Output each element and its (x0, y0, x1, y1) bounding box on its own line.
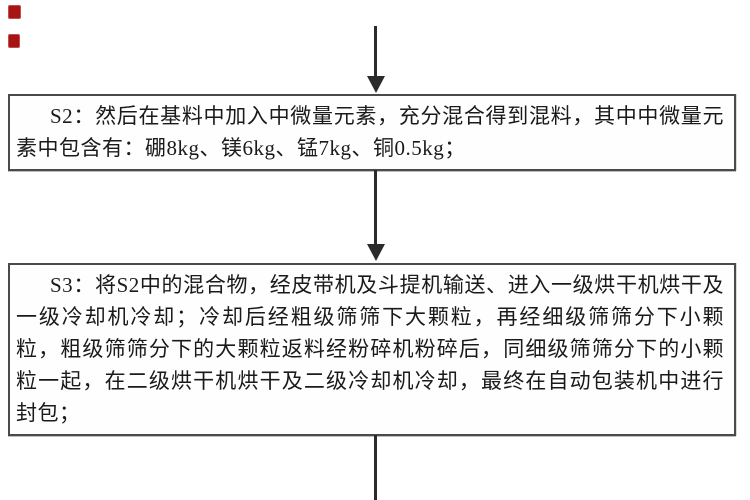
flow-step-s3-box: S3：将S2中的混合物，经皮带机及斗提机输送、进入一级烘干机烘干及一级冷却机冷却… (8, 263, 736, 436)
red-seal-icon (8, 5, 21, 19)
flow-step-s2-box: S2：然后在基料中加入中微量元素，充分混合得到混料，其中中微量元素中包含有：硼8… (8, 94, 736, 171)
flow-step-s3-text: S3：将S2中的混合物，经皮带机及斗提机输送、进入一级烘干机烘干及一级冷却机冷却… (16, 273, 724, 425)
red-seal-icon (8, 34, 20, 48)
flow-step-s2-text: S2：然后在基料中加入中微量元素，充分混合得到混料，其中中微量元素中包含有：硼8… (16, 104, 724, 160)
arrow-down-icon (367, 244, 385, 261)
arrow-down-icon (367, 76, 385, 93)
connector-line-top (374, 26, 377, 78)
connector-line-middle (374, 170, 377, 246)
connector-line-bottom (374, 435, 377, 500)
